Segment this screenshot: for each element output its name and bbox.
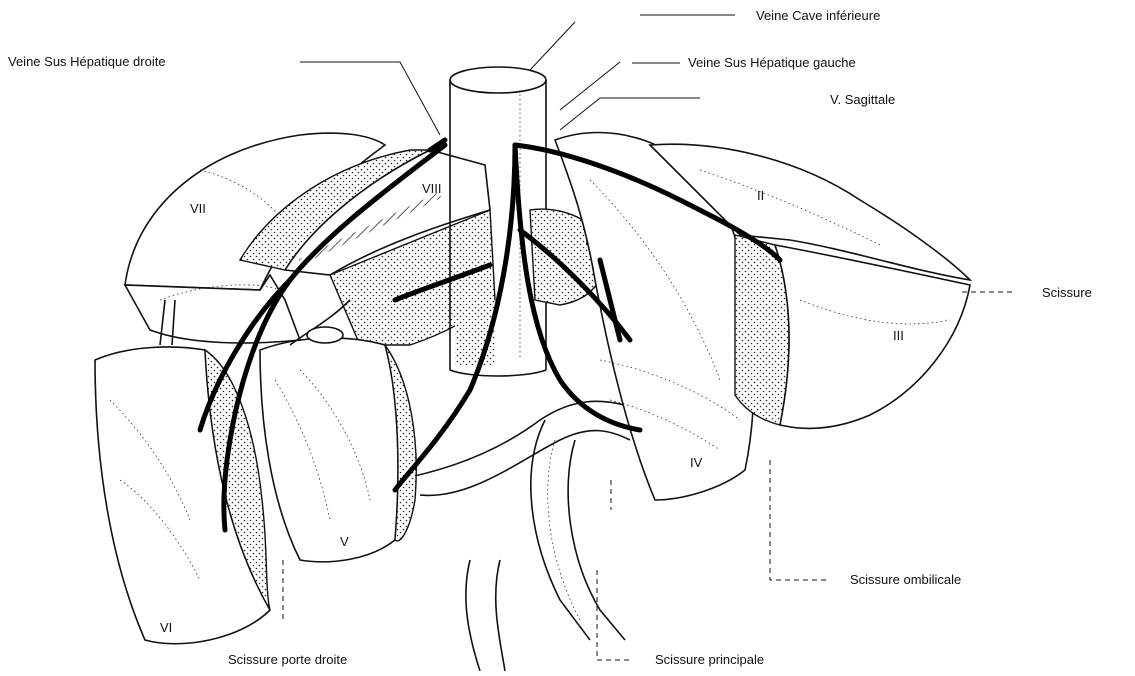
label-scissure-ombilicale: Scissure ombilicale	[850, 572, 961, 587]
segment-VI: VI	[95, 347, 270, 644]
label-veine-cave-inferieure: Veine Cave inférieure	[756, 8, 880, 23]
label-veine-sus-hepatique-droite: Veine Sus Hépatique droite	[8, 54, 166, 69]
segment-label-II: II	[757, 188, 764, 203]
segment-label-IV: IV	[690, 455, 703, 470]
segment-label-V: V	[340, 534, 349, 549]
label-v-sagittale: V. Sagittale	[830, 92, 895, 107]
segment-label-VIII: VIII	[422, 181, 442, 196]
segment-label-III: III	[893, 328, 904, 343]
segment-label-VI: VI	[160, 620, 172, 635]
label-scissure-porte-droite: Scissure porte droite	[228, 652, 347, 667]
label-veine-sus-hepatique-gauche: Veine Sus Hépatique gauche	[688, 55, 856, 70]
segment-label-VII: VII	[190, 201, 206, 216]
label-scissure-principale: Scissure principale	[655, 652, 764, 667]
segment-V: V	[260, 338, 416, 562]
label-scissure: Scissure	[1042, 285, 1092, 300]
